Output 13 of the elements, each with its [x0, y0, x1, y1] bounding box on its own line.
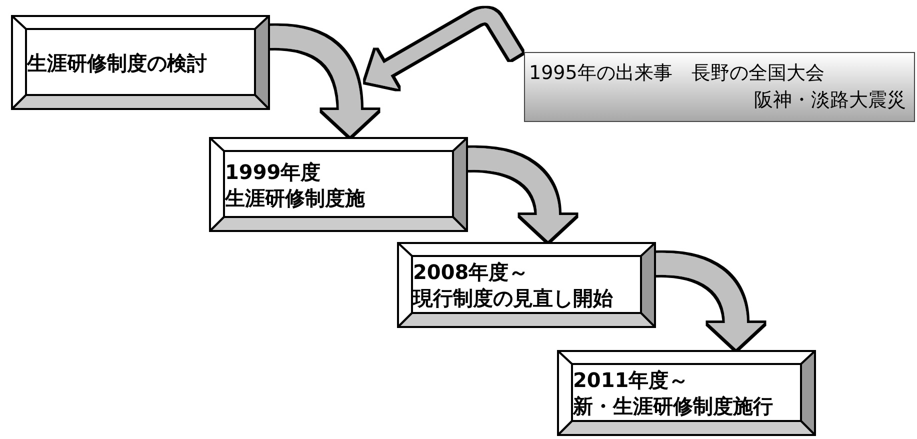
box-text: 新・生涯研修制度施行 — [573, 393, 773, 419]
curved-block-arrow — [269, 26, 378, 136]
box-text: 生涯研修制度施 — [225, 184, 365, 210]
box-text: 2008年度～ — [413, 259, 529, 285]
curved-block-arrow — [467, 148, 576, 241]
box-text: 1995年の出来事 長野の全国大会 — [529, 61, 824, 86]
curved-block-arrow — [655, 253, 764, 349]
box-text: 阪神・淡路大震災 — [754, 88, 906, 113]
gradient-box — [524, 52, 915, 122]
box-text: 生涯研修制度の検討 — [27, 50, 207, 76]
box-text: 1999年度 — [225, 158, 321, 184]
box-text: 現行制度の見直し開始 — [413, 285, 613, 311]
box-text: 2011年度～ — [573, 367, 689, 393]
